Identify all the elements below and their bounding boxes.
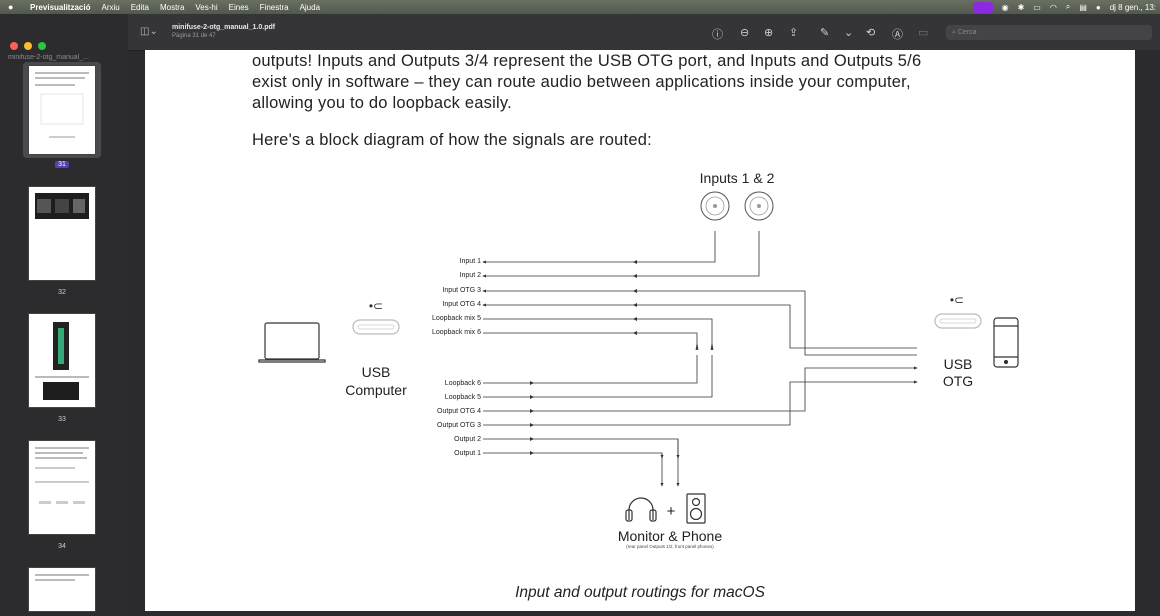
thumbnail-34-content [35,447,89,504]
menubar-status: ◉ ✱ ▭ ◠ ⌕ ▤ ● dj 8 gen., 13: [972,0,1156,14]
menu-ves-hi[interactable]: Ves-hi [195,2,218,12]
markup-pen-icon[interactable]: ✎ [820,27,830,39]
usb-computer-label-1: USB [362,364,391,380]
siri-icon[interactable]: ● [1095,2,1101,12]
thumbnail-32-content [35,193,89,219]
share-icon[interactable]: ⇪ [789,27,799,39]
label-input-1: Input 1 [460,258,482,265]
menu-bar: ● Previsualització Arxiu Edita Mostra Ve… [0,0,1160,14]
paragraph-1: outputs! Inputs and Outputs 3/4 represen… [252,51,1032,114]
headphones-icon [625,497,657,522]
chevron-down-icon[interactable]: ⌄ [844,27,854,39]
page-indicator: Pàgina 31 de 47 [172,33,216,39]
zoom-out-icon[interactable]: ⊖ [740,27,750,39]
info-icon[interactable]: ⓘ [712,29,723,41]
paragraph-1-line-2: exist only in software – they can route … [252,73,911,91]
highlight-icon[interactable]: Ⓐ [892,29,903,41]
record-icon[interactable]: ◉ [1001,2,1009,12]
usb-otg-symbol-icon: •⊂ [950,293,964,307]
minimize-window-icon[interactable] [24,42,32,50]
plus-sign: + [667,503,676,520]
figure-caption: Input and output routings for macOS [515,584,765,601]
pdf-page: outputs! Inputs and Outputs 3/4 represen… [145,50,1135,611]
search-icon[interactable]: ⌕ [1065,2,1071,11]
search-placeholder: Cerca [957,29,977,36]
sidebar-filename: minifuse-2-otg_manual_... [8,54,89,61]
battery-icon[interactable]: ▭ [1033,2,1041,12]
thumbnail-33-content [35,322,89,400]
inputs-label: Inputs 1 & 2 [700,170,775,186]
xlr-input-2-icon [744,191,774,221]
screen-mirror-icon[interactable] [972,1,993,13]
menu-app[interactable]: Previsualització [30,2,91,12]
thumbnail-31-content [35,72,89,138]
paragraph-1-line-3: allowing you to do loopback easily. [252,94,512,112]
bluetooth-icon[interactable]: ✱ [1017,2,1025,12]
label-output-otg-4: Output OTG 4 [437,408,481,415]
toolbar: ◫⌄ minifuse-2-otg_manual_1.0.pdf Pàgina … [128,14,1160,51]
laptop-icon [258,322,326,363]
label-loopback-6: Loopback 6 [445,380,481,387]
label-input-2: Input 2 [460,272,482,279]
signal-lines [482,231,918,487]
label-loopback-5: Loopback 5 [445,394,481,401]
usb-otg-icon: •⊂ [934,293,982,329]
wifi-icon[interactable]: ◠ [1049,2,1057,12]
menu-ajuda[interactable]: Ajuda [299,2,321,12]
page-number-33: 33 [58,416,66,423]
thumbnail-page-32[interactable] [29,187,95,280]
thumbnail-page-34[interactable] [29,441,95,534]
usb-computer-icon: •⊂ [352,299,400,335]
paragraph-2: Here's a block diagram of how the signal… [252,131,652,149]
label-output-1: Output 1 [454,450,481,457]
apple-icon[interactable]: ● [8,2,14,12]
search-field-icon: ⌕ [952,29,958,36]
thumbnail-35-content [35,574,89,581]
phone-icon [993,317,1019,368]
search-input[interactable]: ⌕ Cerca [946,25,1152,40]
label-output-otg-3: Output OTG 3 [437,422,481,429]
label-input-otg-4: Input OTG 4 [442,301,481,308]
usb-otg-label-2: OTG [943,373,973,389]
paragraph-1-line-1: outputs! Inputs and Outputs 3/4 represen… [252,52,922,70]
monitor-phone-label: Monitor & Phone [618,528,722,544]
form-fill-icon[interactable]: ▭ [918,27,929,39]
menu-eines[interactable]: Eines [228,2,249,12]
monitor-phone-sublabel: (rear panel Outputs 1/2, front panel pho… [626,544,714,549]
menu-arxiu[interactable]: Arxiu [101,2,120,12]
clock[interactable]: dj 8 gen., 13: [1109,2,1156,12]
routing-diagram: Inputs 1 & 2 •⊂ USB Computer Input 1 Inp… [258,170,1019,549]
control-center-icon[interactable]: ▤ [1079,2,1087,12]
page-number-31: 31 [55,161,69,168]
usb-symbol-icon: •⊂ [369,299,383,313]
menu-finestra[interactable]: Finestra [259,2,289,12]
label-output-2: Output 2 [454,436,481,443]
xlr-input-1-icon [700,191,730,221]
rotate-icon[interactable]: ⟲ [866,27,876,39]
page-number-32: 32 [58,289,66,296]
zoom-in-icon[interactable]: ⊕ [764,27,774,39]
document-title: minifuse-2-otg_manual_1.0.pdf [172,24,276,31]
thumbnail-page-33[interactable] [29,314,95,407]
thumbnail-page-31[interactable] [29,66,95,154]
menu-edita[interactable]: Edita [130,2,149,12]
zoom-window-icon[interactable] [38,42,46,50]
label-loopback-mix-6: Loopback mix 6 [432,329,481,336]
usb-otg-label-1: USB [944,356,973,372]
label-loopback-mix-5: Loopback mix 5 [432,315,481,322]
sidebar-toggle-icon[interactable]: ◫⌄ [140,26,158,37]
menu-mostra[interactable]: Mostra [159,2,185,12]
window-edge [1135,50,1160,611]
thumbnail-page-35[interactable] [29,568,95,611]
usb-computer-label-2: Computer [345,382,407,398]
window-controls [10,42,46,50]
direction-arrows [530,260,637,455]
label-input-otg-3: Input OTG 3 [442,287,481,294]
speaker-icon [686,493,706,524]
page-number-34: 34 [58,543,66,550]
close-window-icon[interactable] [10,42,18,50]
